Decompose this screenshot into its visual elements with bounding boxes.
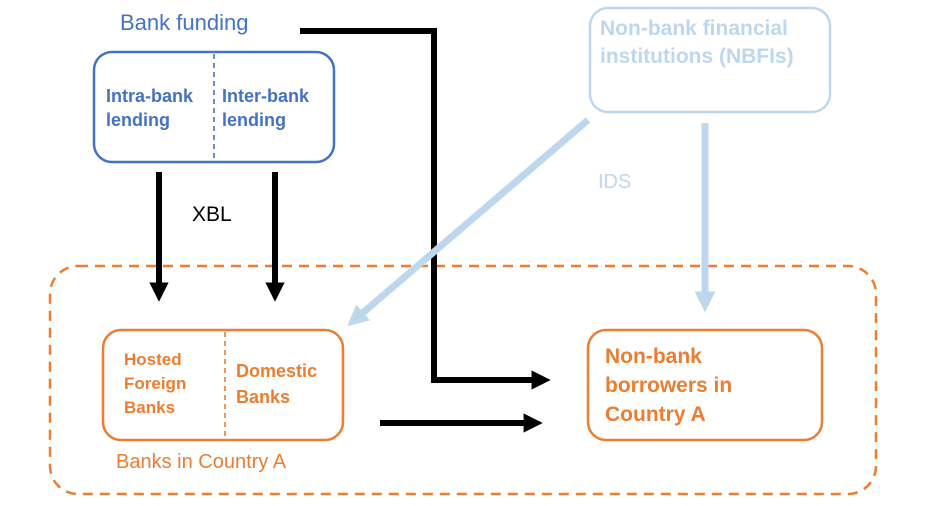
- nonbank-borrowers-box: [586, 328, 824, 442]
- ids-label: IDS: [598, 171, 632, 193]
- bank-funding-box: [92, 50, 336, 164]
- inter-bank-lending-label: Inter-bank lending: [222, 86, 310, 130]
- hosted-foreign-banks-label: Hosted Foreign Banks: [124, 350, 187, 417]
- nonbank-borrowers-label: Non-bank borrowers in Country A: [605, 345, 733, 426]
- xbl-label: XBL: [192, 203, 232, 226]
- nbfi-box: [588, 6, 832, 114]
- banks-country-a-box: [101, 328, 345, 442]
- banks-in-country-a-label: Banks in Country A: [116, 451, 287, 473]
- country-a-region: [48, 264, 878, 496]
- domestic-banks-label: Domestic Banks: [236, 361, 318, 407]
- intra-bank-lending-label: Intra-bank lending: [106, 86, 194, 130]
- direct-cross-border-arrow: [300, 28, 551, 390]
- bank-funding-title: Bank funding: [120, 10, 249, 35]
- nbfi-label: Non-bank financial institutions (NBFIs): [600, 17, 794, 68]
- nbfi-to-banks-arrow: [347, 117, 591, 327]
